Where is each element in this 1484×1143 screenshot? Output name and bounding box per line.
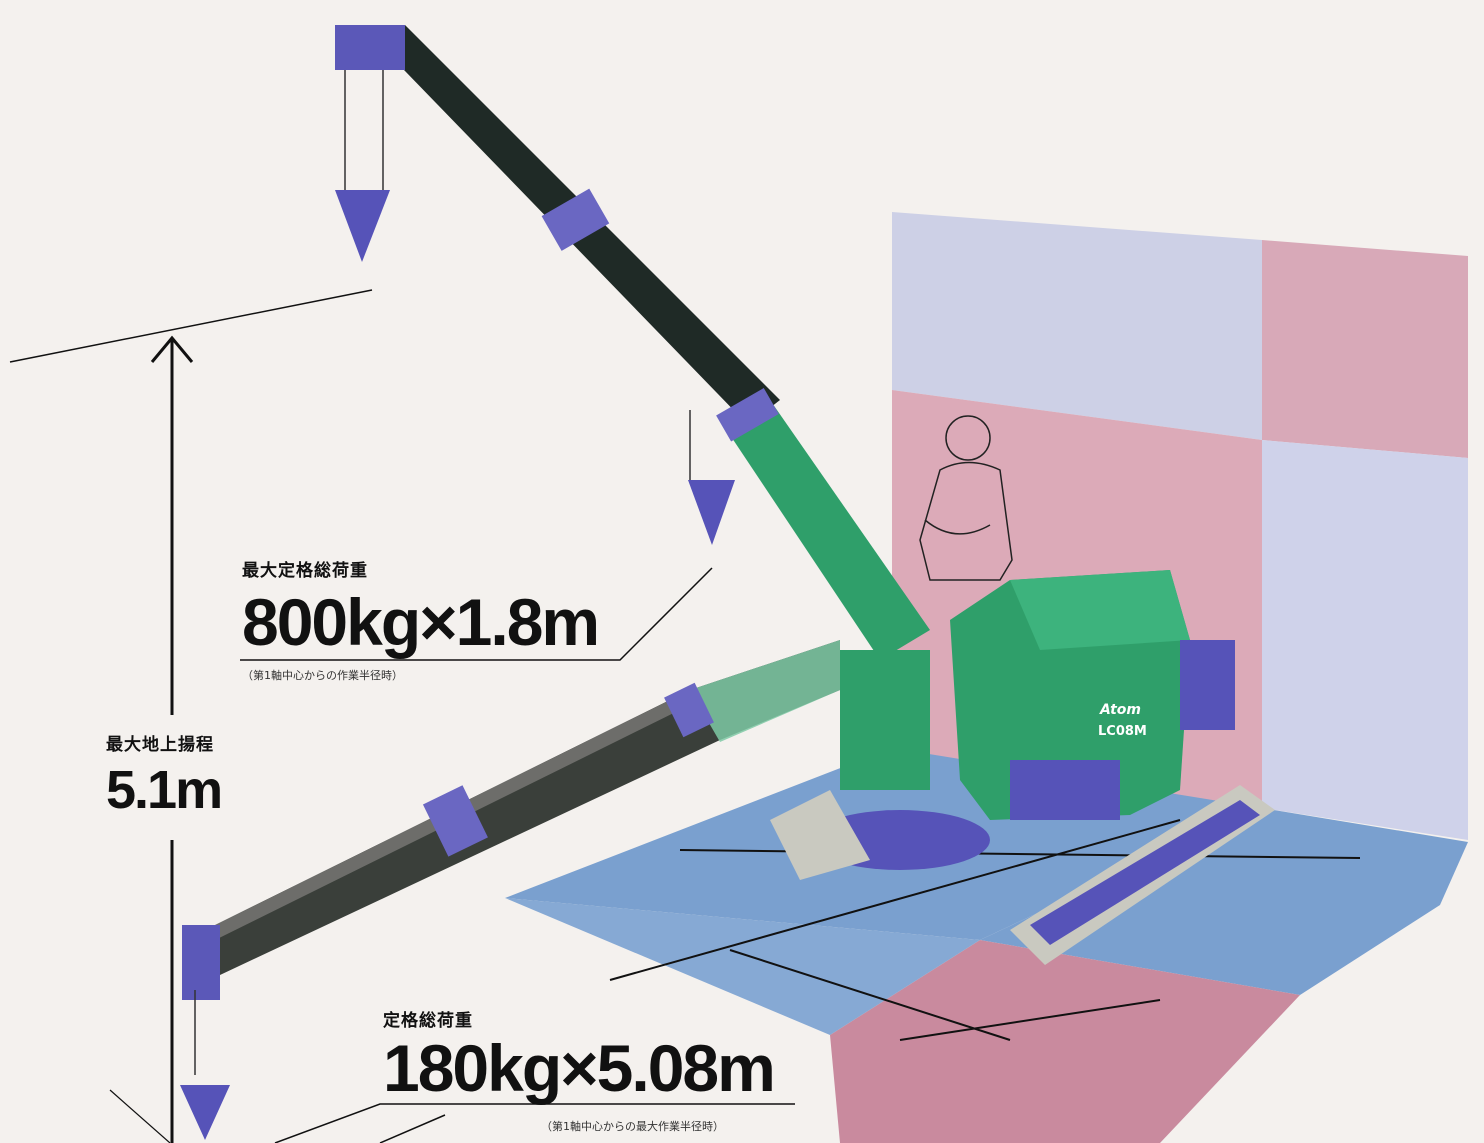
boom-extended — [180, 640, 840, 1140]
spec-max-rated-load-note: （第1軸中心からの作業半径時） — [242, 669, 403, 682]
spec-rated-load-value: 180kg×5.08m — [383, 1031, 776, 1105]
dimension-lines — [9, 289, 795, 1143]
crane-body — [770, 570, 1275, 965]
spec-rated-load-label: 定格総荷重 — [383, 1011, 473, 1031]
spec-max-rated-load-value: 800kg×1.8m — [242, 585, 600, 659]
spec-max-rated-load-label: 最大定格総荷重 — [242, 561, 368, 581]
brand-logo: Atom — [1099, 702, 1141, 718]
spec-rated-load: 定格総荷重 180kg×5.08m （第1軸中心からの最大作業半径時） — [383, 1006, 776, 1133]
spec-max-lift-height-label: 最大地上揚程 — [106, 735, 214, 755]
boom-raised — [335, 25, 930, 660]
spec-max-rated-load: 最大定格総荷重 800kg×1.8m （第1軸中心からの作業半径時） — [242, 556, 600, 683]
model-label: LC08M — [1098, 724, 1147, 739]
operator-figure — [919, 415, 1013, 581]
spec-rated-load-note: （第1軸中心からの最大作業半径時） — [541, 1120, 724, 1133]
spec-max-lift-height: 最大地上揚程 5.1m — [106, 730, 223, 820]
spec-max-lift-height-value: 5.1m — [106, 760, 223, 820]
